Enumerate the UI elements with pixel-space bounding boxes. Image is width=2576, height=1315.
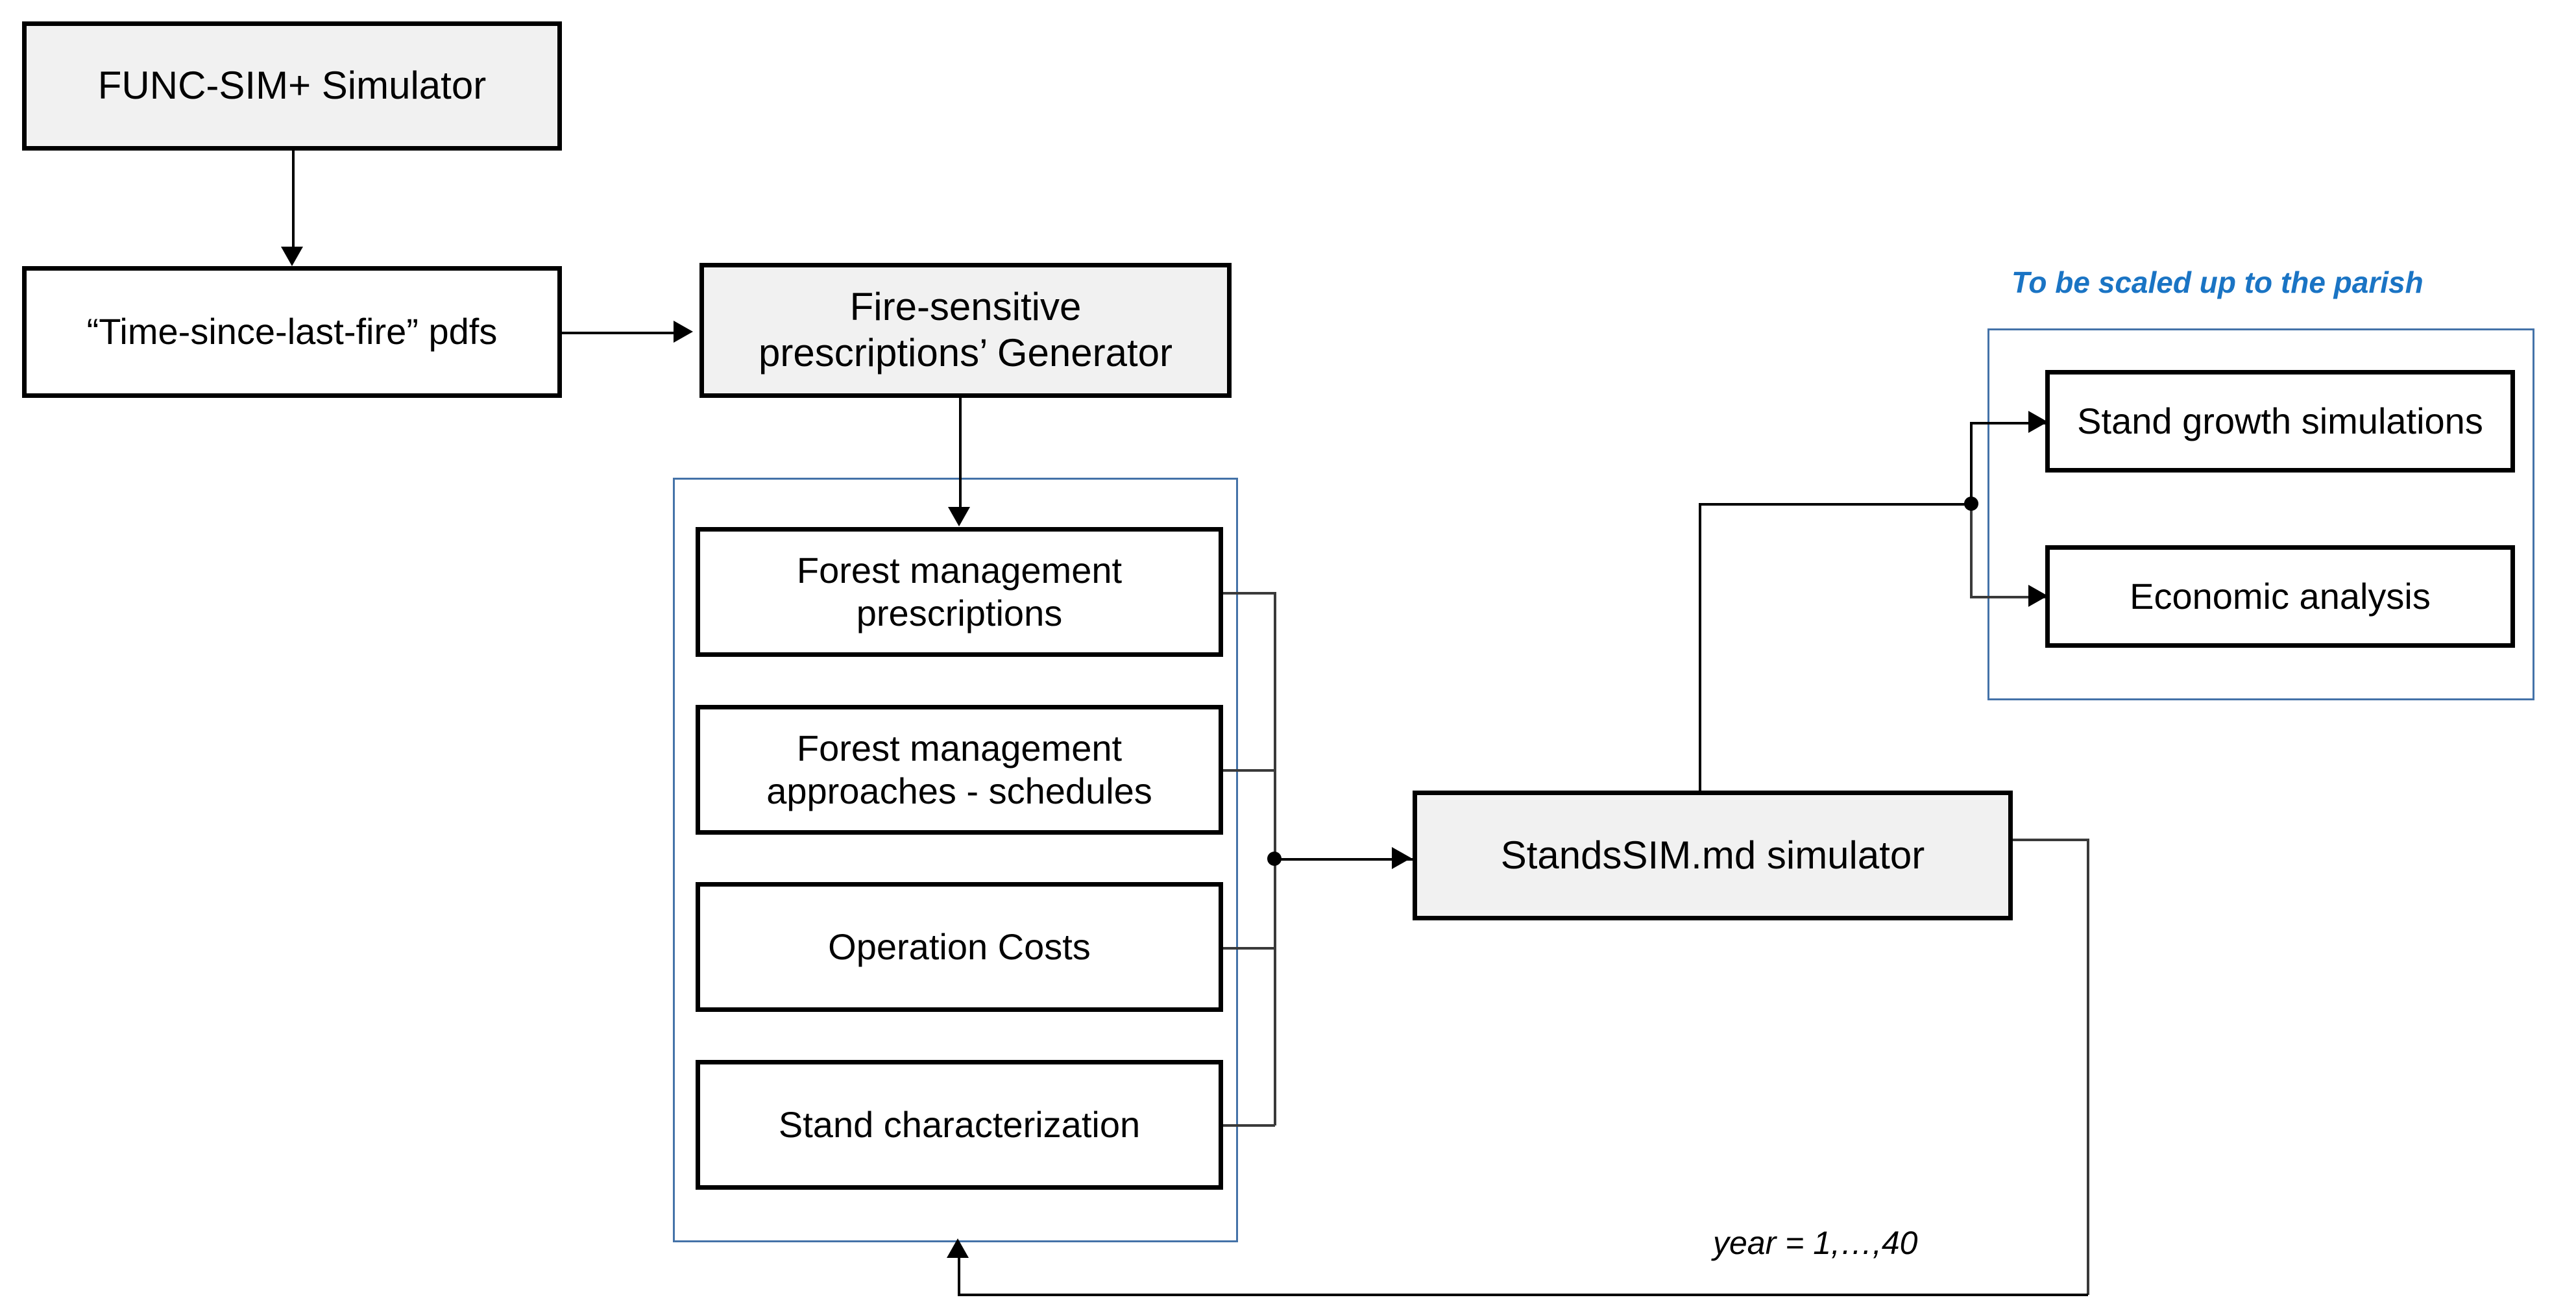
connector-to-economic-analysis xyxy=(1970,596,2048,598)
node-forest-management-approaches-schedules[interactable]: Forest management approaches - schedules xyxy=(696,705,1223,835)
connector-junction-up-stand-growth xyxy=(1970,422,1973,505)
arrowhead-to-stand-growth xyxy=(2028,411,2048,433)
node-label-fire-sensitive-prescriptions-generator: Fire-sensitive prescriptions’ Generator xyxy=(758,285,1173,375)
connector-stub-approaches xyxy=(1223,769,1275,772)
node-forest-management-prescriptions[interactable]: Forest management prescriptions xyxy=(696,527,1223,657)
node-func-sim-simulator[interactable]: FUNC-SIM+ Simulator xyxy=(22,21,562,151)
connector-stub-stand-characterization xyxy=(1223,1124,1275,1127)
node-economic-analysis[interactable]: Economic analysis xyxy=(2045,545,2515,648)
loop-year-label: year = 1,…,40 xyxy=(1713,1225,1918,1261)
connector-standssim-right-to-junction xyxy=(1699,503,1971,506)
connector-stub-prescriptions xyxy=(1223,592,1275,595)
group-caption-parish: To be scaled up to the parish xyxy=(2011,265,2424,299)
connector-feedback-down xyxy=(2087,839,2089,1295)
junction-dot-parish-split xyxy=(1964,497,1978,511)
connector-stub-operation-costs xyxy=(1223,947,1275,950)
node-label-time-since-last-fire-pdfs: “Time-since-last-fire” pdfs xyxy=(86,311,498,352)
node-label-stand-growth-simulations: Stand growth simulations xyxy=(2077,400,2483,441)
node-time-since-last-fire-pdfs[interactable]: “Time-since-last-fire” pdfs xyxy=(22,266,562,398)
node-label-func-sim-simulator: FUNC-SIM+ Simulator xyxy=(97,64,487,108)
arrowhead-funcsim-to-tslf xyxy=(281,247,303,266)
connector-funcsim-to-tslf xyxy=(292,151,295,248)
node-stand-characterization[interactable]: Stand characterization xyxy=(696,1060,1223,1190)
connector-tslf-to-generator xyxy=(562,332,675,334)
connector-bus-to-standssim xyxy=(1274,858,1413,861)
node-operation-costs[interactable]: Operation Costs xyxy=(696,882,1223,1012)
node-standssim-md-simulator[interactable]: StandsSIM.md simulator xyxy=(1413,791,2013,920)
node-label-stand-characterization: Stand characterization xyxy=(778,1103,1141,1145)
connector-feedback-up-to-group xyxy=(958,1258,960,1295)
arrowhead-bus-to-standssim xyxy=(1392,847,1411,869)
arrowhead-tslf-to-generator xyxy=(674,321,693,343)
node-label-standssim-md-simulator: StandsSIM.md simulator xyxy=(1500,833,1925,877)
junction-dot-input-bus xyxy=(1267,852,1282,866)
node-fire-sensitive-prescriptions-generator[interactable]: Fire-sensitive prescriptions’ Generator xyxy=(699,263,1232,398)
node-label-operation-costs: Operation Costs xyxy=(828,926,1091,967)
node-label-forest-management-approaches-schedules: Forest management approaches - schedules xyxy=(766,727,1152,811)
connector-standssim-out-right xyxy=(2011,839,2089,841)
connector-junction-down-economic xyxy=(1970,503,1973,597)
connector-feedback-left xyxy=(958,1294,2088,1296)
connector-to-stand-growth xyxy=(1970,422,2048,424)
arrowhead-to-economic-analysis xyxy=(2028,585,2048,607)
connector-generator-to-prescriptions xyxy=(959,398,962,508)
node-stand-growth-simulations[interactable]: Stand growth simulations xyxy=(2045,370,2515,473)
arrowhead-feedback-to-inputs-group xyxy=(947,1238,969,1258)
group-container-parish xyxy=(1987,328,2534,700)
node-label-economic-analysis: Economic analysis xyxy=(2130,575,2431,617)
arrowhead-generator-to-prescriptions xyxy=(948,507,970,526)
node-label-forest-management-prescriptions: Forest management prescriptions xyxy=(796,549,1123,633)
connector-standssim-up xyxy=(1699,503,1701,803)
